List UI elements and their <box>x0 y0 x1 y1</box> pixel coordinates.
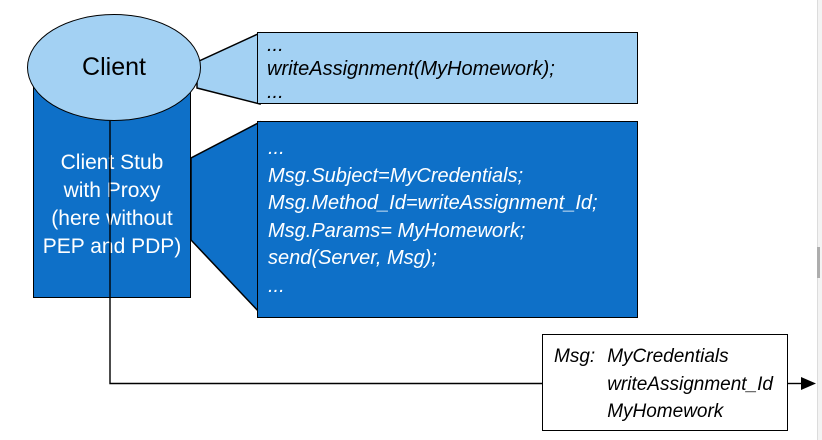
message-box: Msg: MyCredentials writeAssignment_Id My… <box>542 334 788 431</box>
client-stub-box: Client Stub with Proxy (here without PEP… <box>33 86 191 298</box>
arrow-head-icon <box>801 377 816 390</box>
client-ellipse: Client <box>27 14 201 121</box>
client-code-callout: ... writeAssignment(MyHomework); ... <box>257 32 638 104</box>
message-value: MyHomework <box>607 401 724 422</box>
client-code-line: ... <box>267 81 284 103</box>
callout-wedge-client-code <box>196 31 261 105</box>
stub-code-line: ... <box>268 137 285 159</box>
client-label: Client <box>82 53 146 81</box>
message-value: MyCredentials <box>607 346 729 367</box>
client-code-line: writeAssignment(MyHomework); <box>267 57 555 80</box>
callout-wedge-stub-code <box>190 120 261 315</box>
message-label: Msg: <box>554 346 596 367</box>
message-values: MyCredentials writeAssignment_Id MyHomew… <box>607 343 773 426</box>
message-value: writeAssignment_Id <box>607 373 773 395</box>
stub-code-callout: ... Msg.Subject=MyCredentials; Msg.Metho… <box>257 121 638 318</box>
scrollbar-thumb[interactable] <box>817 247 820 278</box>
client-code-line: ... <box>267 34 284 56</box>
stub-code-line: Msg.Subject=MyCredentials; <box>268 164 524 187</box>
stub-code-line: ... <box>268 274 285 297</box>
client-stub-label-line: PEP and PDP) <box>42 235 182 258</box>
stub-code-line: send(Server, Msg); <box>268 247 437 270</box>
client-stub-label-line: (here without <box>51 207 173 230</box>
client-stub-label-line: with Proxy <box>63 179 161 202</box>
stub-code-line: Msg.Params= MyHomework; <box>268 219 526 242</box>
scrollbar-track[interactable] <box>817 0 822 440</box>
client-to-message-connector-line <box>109 121 543 385</box>
stub-code-line: Msg.Method_Id=writeAssignment_Id; <box>268 192 598 215</box>
client-stub-label-line: Client Stub <box>60 151 164 174</box>
